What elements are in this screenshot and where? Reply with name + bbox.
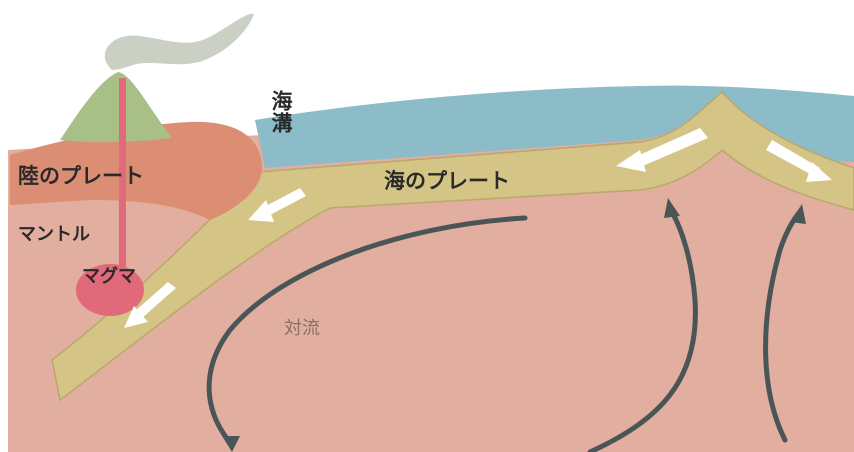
- magma-label: マグマ: [82, 266, 136, 287]
- plate-arrow-ridge-right-head: [806, 162, 832, 182]
- continental-plate: [10, 121, 262, 220]
- ocean-water: [255, 85, 854, 168]
- oceanic-plate: [51, 90, 854, 402]
- magma-chamber-icon: [76, 264, 144, 316]
- smoke-icon: [104, 13, 254, 70]
- convection-arrow-right: [763, 211, 801, 443]
- magma-conduit: [119, 78, 126, 278]
- continental-plate-label: 陸のプレート: [18, 164, 144, 188]
- mantle-label: マントル: [18, 224, 90, 245]
- plate-motion-arrows: [124, 128, 832, 328]
- plate-arrow-trench: [262, 188, 306, 216]
- convection-arrows: [206, 209, 801, 452]
- convection-arrow-descending: [206, 215, 528, 443]
- volcano-icon: [60, 72, 172, 143]
- plate-arrow-ridge-left: [628, 128, 708, 168]
- trench-label: 海溝: [269, 90, 293, 134]
- convection-arrow-heads: [222, 198, 806, 452]
- plate-arrow-subduction: [134, 282, 176, 318]
- plate-arrow-ridge-left-head: [616, 150, 646, 172]
- convection-head-descending: [222, 436, 240, 452]
- convection-arrow-rising: [587, 209, 698, 452]
- plate-arrow-subduction-head: [124, 306, 148, 328]
- plate-arrow-trench-head: [248, 200, 274, 222]
- convection-label: 対流: [284, 318, 320, 339]
- plate-arrow-ridge-right: [766, 140, 820, 176]
- oceanic-plate-label: 海のプレート: [384, 169, 510, 193]
- convection-head-rising: [664, 198, 680, 218]
- convection-head-right: [790, 204, 806, 224]
